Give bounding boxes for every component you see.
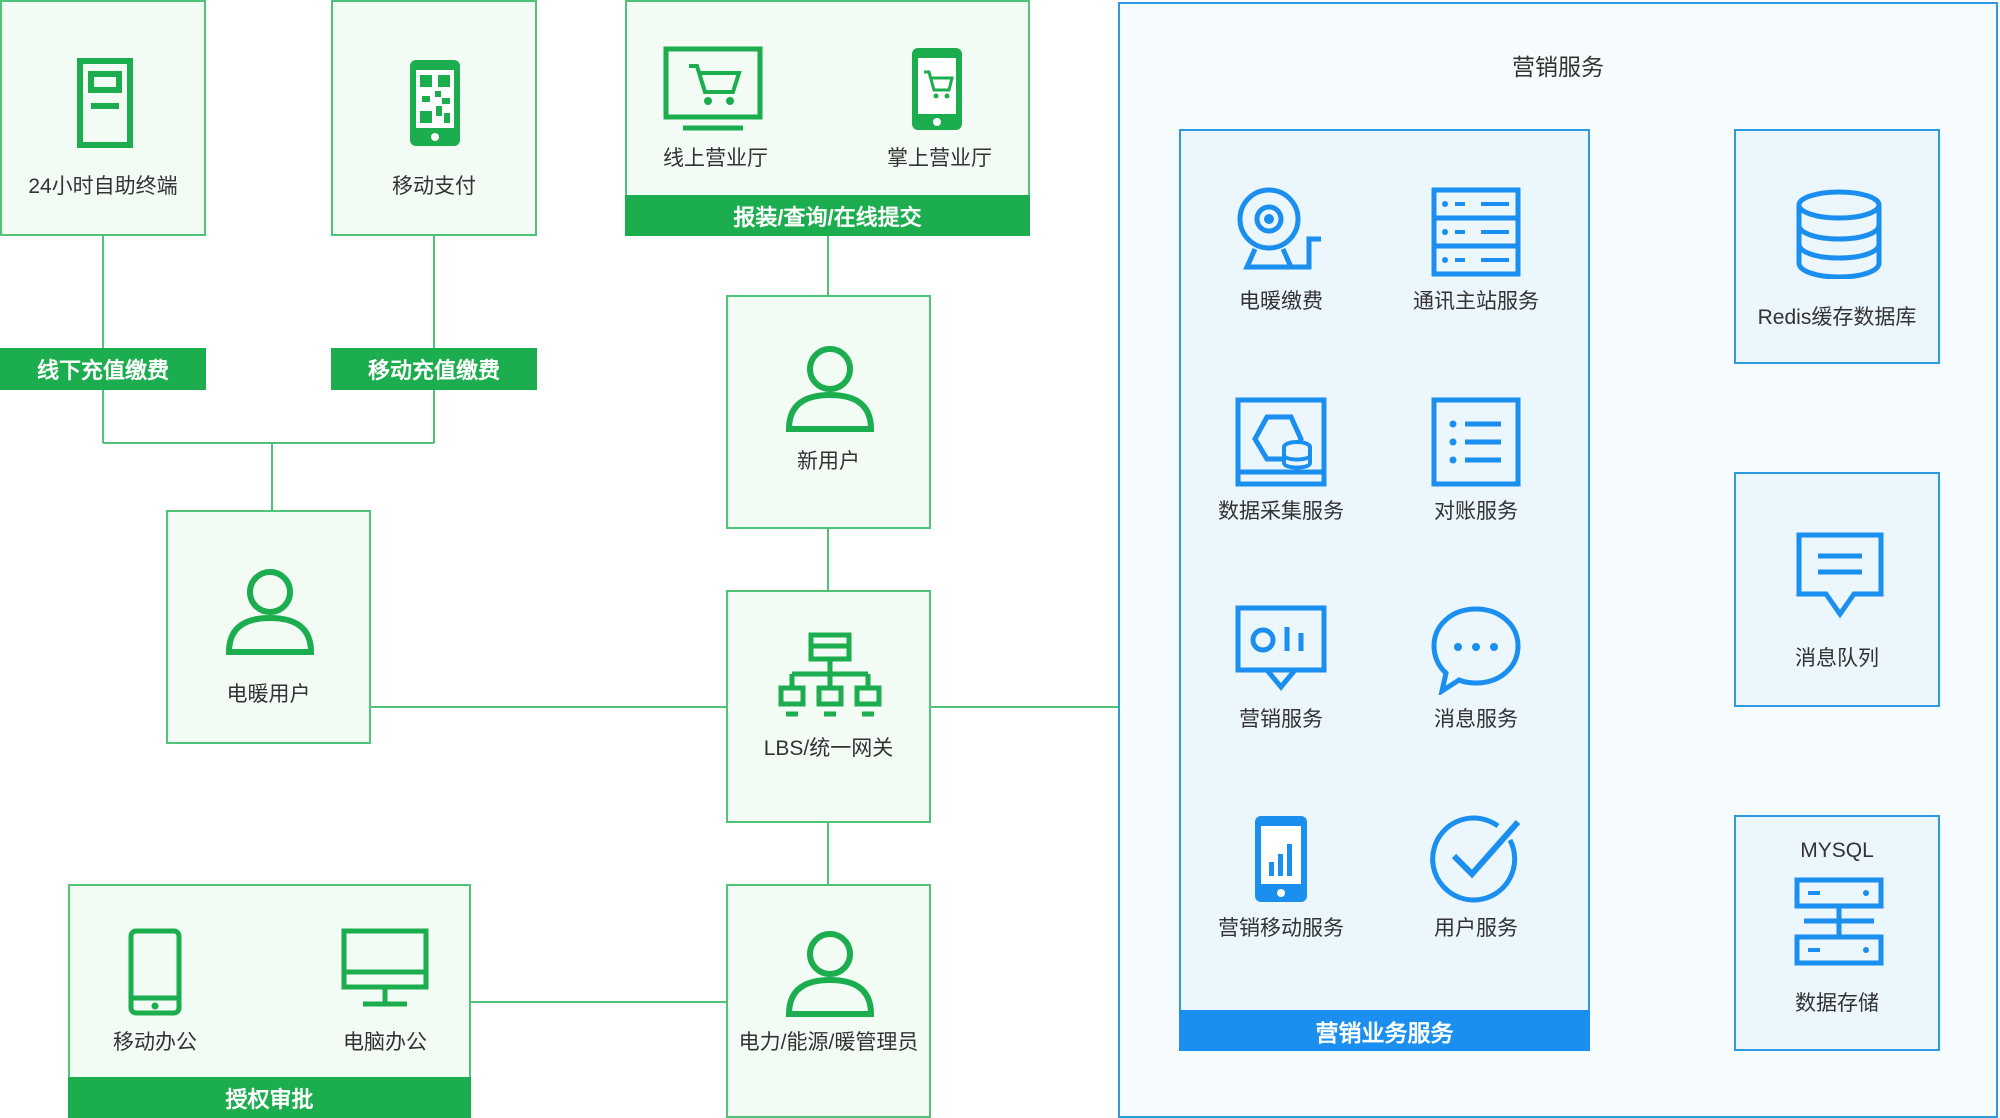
cart-phone-icon: [887, 46, 987, 132]
redis-card: Redis缓存数据库: [1734, 129, 1940, 364]
camera-icon: [1191, 187, 1371, 277]
terminal-label: 24小时自助终端: [28, 175, 178, 198]
admin-label: 电力/能源/暖管理员: [738, 1031, 919, 1054]
service-label: 数据采集服务: [1218, 500, 1344, 523]
kiosk-icon: [77, 58, 133, 148]
service-item: 对账服务: [1386, 397, 1566, 525]
mysql-card: MYSQL 数据存储: [1734, 815, 1940, 1051]
offline-recharge-bar: 线下充值缴费: [0, 348, 206, 390]
online-hall-item: 线上营业厅: [663, 46, 768, 172]
new-user-card: 新用户: [726, 295, 931, 529]
data-collection-icon: [1191, 397, 1371, 487]
chat-bubble-icon: [1386, 605, 1566, 695]
mobile-recharge-bar: 移动充值缴费: [331, 348, 537, 390]
database-icon: [1796, 189, 1882, 279]
marketing-title: 营销服务: [1512, 54, 1604, 80]
mobile-hall-item: 掌上营业厅: [887, 46, 992, 172]
approval-bar: 授权审批: [68, 1077, 471, 1118]
online-services-bar: 报装/查询/在线提交: [625, 195, 1030, 236]
redis-label: Redis缓存数据库: [1757, 306, 1917, 329]
mobile-pay-label: 移动支付: [392, 175, 476, 198]
cart-monitor-icon: [663, 46, 763, 132]
marketing-business-panel: 电暖缴费 通讯主站服务 数据采集服务 对账服务 营销服务 消息服务: [1179, 129, 1590, 1051]
admin-card: 电力/能源/暖管理员: [726, 884, 931, 1118]
service-label: 用户服务: [1434, 917, 1518, 940]
marketing-business-bar: 营销业务服务: [1179, 1010, 1590, 1051]
message-icon: [1796, 532, 1884, 622]
service-label: 通讯主站服务: [1413, 290, 1539, 313]
service-item: 营销服务: [1191, 605, 1371, 733]
monitor-icon: [330, 928, 440, 1008]
service-item: 通讯主站服务: [1386, 187, 1566, 315]
service-item: 电暖缴费: [1191, 187, 1371, 315]
service-item: 数据采集服务: [1191, 397, 1371, 525]
terminal-card: 24小时自助终端: [0, 0, 206, 236]
mobile-chart-icon: [1191, 814, 1371, 904]
storage-server-icon: [1794, 877, 1884, 967]
user-icon: [225, 568, 315, 656]
service-label: 电暖缴费: [1239, 290, 1323, 313]
mobile-hall-label: 掌上营业厅: [887, 147, 992, 170]
message-queue-label: 消息队列: [1795, 647, 1879, 670]
message-queue-card: 消息队列: [1734, 472, 1940, 707]
qr-phone-icon: [408, 58, 462, 148]
gateway-card: LBS/统一网关: [726, 590, 931, 823]
list-icon: [1386, 397, 1566, 487]
service-label: 营销服务: [1239, 708, 1323, 731]
service-label: 营销移动服务: [1218, 917, 1344, 940]
server-rack-icon: [1386, 187, 1566, 277]
new-user-label: 新用户: [797, 450, 860, 473]
mysql-label: 数据存储: [1795, 992, 1879, 1015]
mobile-pay-card: 移动支付: [331, 0, 537, 236]
heating-user-label: 电暖用户: [226, 683, 311, 706]
gateway-label: LBS/统一网关: [763, 737, 894, 760]
mobile-office-label: 移动办公: [113, 1031, 197, 1054]
service-item: 消息服务: [1386, 605, 1566, 733]
heating-user-card: 电暖用户: [166, 510, 371, 744]
service-item: 用户服务: [1386, 814, 1566, 942]
network-tree-icon: [778, 632, 882, 722]
pc-office-item: 电脑办公: [330, 928, 440, 1056]
presentation-icon: [1191, 605, 1371, 695]
phone-icon: [100, 928, 210, 1016]
mysql-title: MYSQL: [1800, 839, 1874, 862]
pc-office-label: 电脑办公: [343, 1031, 427, 1054]
user-icon: [785, 930, 875, 1018]
user-icon: [785, 345, 875, 433]
online-hall-label: 线上营业厅: [663, 147, 768, 170]
service-label: 对账服务: [1434, 500, 1518, 523]
check-circle-icon: [1386, 814, 1566, 904]
service-item: 营销移动服务: [1191, 814, 1371, 942]
service-label: 消息服务: [1434, 708, 1518, 731]
mobile-office-item: 移动办公: [100, 928, 210, 1056]
